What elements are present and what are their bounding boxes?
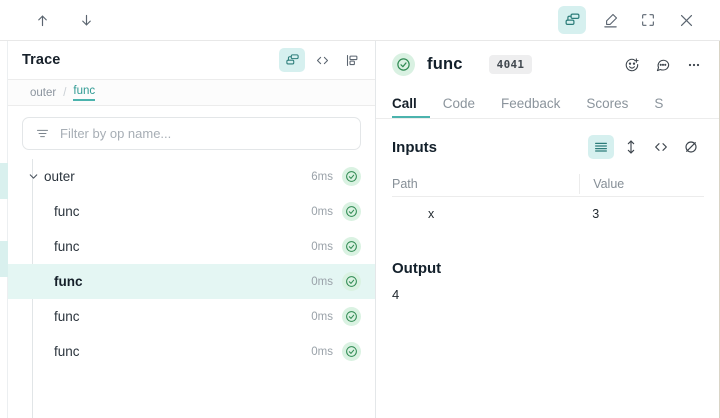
inputs-title: Inputs [392, 138, 437, 156]
close-x-icon[interactable] [672, 6, 700, 34]
tree-row-label: func [54, 309, 80, 324]
inputs-section-header: Inputs [376, 119, 720, 165]
tree-row-func-3-selected[interactable]: func 0ms [8, 264, 375, 299]
highlighter-pen-icon[interactable] [596, 6, 624, 34]
inputs-table-header: Path Value [392, 171, 704, 197]
top-toolbar [0, 0, 720, 41]
minimap-segment [0, 241, 8, 277]
check-circle-icon [342, 167, 361, 186]
top-toolbar-left-group [0, 6, 100, 34]
filter-lines-icon [35, 126, 50, 141]
tab-code[interactable]: Code [442, 96, 476, 111]
check-circle-icon [342, 307, 361, 326]
section-spacer [376, 230, 720, 260]
top-toolbar-right-group [558, 6, 720, 34]
chevron-down-icon[interactable] [22, 170, 44, 183]
tree-row-func-5[interactable]: func 0ms [8, 334, 375, 369]
trace-panel-header: Trace [8, 41, 375, 80]
tree-row-duration: 0ms [311, 310, 333, 323]
minimap-segment [0, 163, 8, 199]
tree-row-func-4[interactable]: func 0ms [8, 299, 375, 334]
breadcrumb: outer / func [8, 80, 375, 106]
inputs-table: Path Value x 3 [392, 171, 704, 230]
tab-scores[interactable]: Scores [586, 96, 629, 111]
call-id-badge[interactable]: 4041 [488, 55, 533, 74]
tree-row-duration: 6ms [311, 170, 333, 183]
arrow-down-icon[interactable] [72, 6, 100, 34]
call-detail-actions [620, 53, 706, 77]
tab-call[interactable]: Call [392, 96, 430, 118]
check-circle-icon [342, 342, 361, 361]
tree-row-label: func [54, 239, 80, 254]
tree-row-duration: 0ms [311, 345, 333, 358]
tree-row-label: func [54, 274, 83, 289]
filter-input-wrapper[interactable] [22, 117, 361, 150]
inputs-view-switcher [588, 135, 704, 159]
filter-section [8, 106, 375, 159]
code-brackets-icon[interactable] [309, 48, 335, 72]
breadcrumb-item-current[interactable]: func [73, 85, 96, 101]
tab-summary-truncated[interactable]: S [654, 96, 664, 111]
tree-row-func-1[interactable]: func 0ms [8, 194, 375, 229]
check-circle-icon [342, 272, 361, 291]
expand-corners-icon[interactable] [634, 6, 662, 34]
cell-value: 3 [592, 206, 600, 221]
trace-view-switcher [279, 48, 365, 72]
page-title: func [427, 55, 463, 73]
trace-minimap-strip[interactable] [0, 41, 8, 418]
list-view-icon[interactable] [588, 135, 614, 159]
breadcrumb-item-root[interactable]: outer [30, 86, 57, 99]
tree-row-duration: 0ms [311, 205, 333, 218]
output-value: 4 [392, 287, 400, 302]
table-row[interactable]: x 3 [392, 197, 704, 230]
column-header-path: Path [392, 176, 418, 191]
check-circle-icon [342, 237, 361, 256]
more-options-icon[interactable] [682, 53, 706, 77]
call-detail-header: func 4041 [376, 41, 720, 88]
tree-row-duration: 0ms [311, 240, 333, 253]
breadcrumb-separator: / [63, 86, 67, 99]
main-body: Trace outer / func [0, 41, 720, 418]
tree-row-func-2[interactable]: func 0ms [8, 229, 375, 264]
flame-graph-icon[interactable] [339, 48, 365, 72]
cell-path: x [428, 206, 435, 221]
emoji-reaction-icon[interactable] [620, 53, 644, 77]
column-header-value: Value [579, 173, 704, 194]
tree-row-label: func [54, 344, 80, 359]
arrow-up-icon[interactable] [28, 6, 56, 34]
check-circle-icon [342, 202, 361, 221]
layers-trace-icon[interactable] [558, 6, 586, 34]
code-brackets-icon[interactable] [648, 135, 674, 159]
tab-feedback[interactable]: Feedback [501, 96, 561, 111]
filter-input[interactable] [60, 126, 348, 141]
hide-eye-icon[interactable] [678, 135, 704, 159]
detail-tabs: Call Code Feedback Scores S [376, 88, 720, 119]
tree-row-label: outer [44, 169, 75, 184]
call-detail-panel: func 4041 Call Code Feedback [376, 41, 720, 418]
tree-row-outer[interactable]: outer 6ms [8, 159, 375, 194]
tree-row-duration: 0ms [311, 275, 333, 288]
trace-panel-title: Trace [22, 52, 61, 68]
check-circle-icon [392, 53, 415, 76]
tree-row-label: func [54, 204, 80, 219]
output-title: Output [392, 260, 442, 277]
trace-tree: outer 6ms func 0ms func 0ms [8, 159, 375, 418]
comment-bubble-icon[interactable] [651, 53, 675, 77]
layers-trace-icon[interactable] [279, 48, 305, 72]
trace-panel: Trace outer / func [8, 41, 376, 418]
expand-rows-icon[interactable] [618, 135, 644, 159]
